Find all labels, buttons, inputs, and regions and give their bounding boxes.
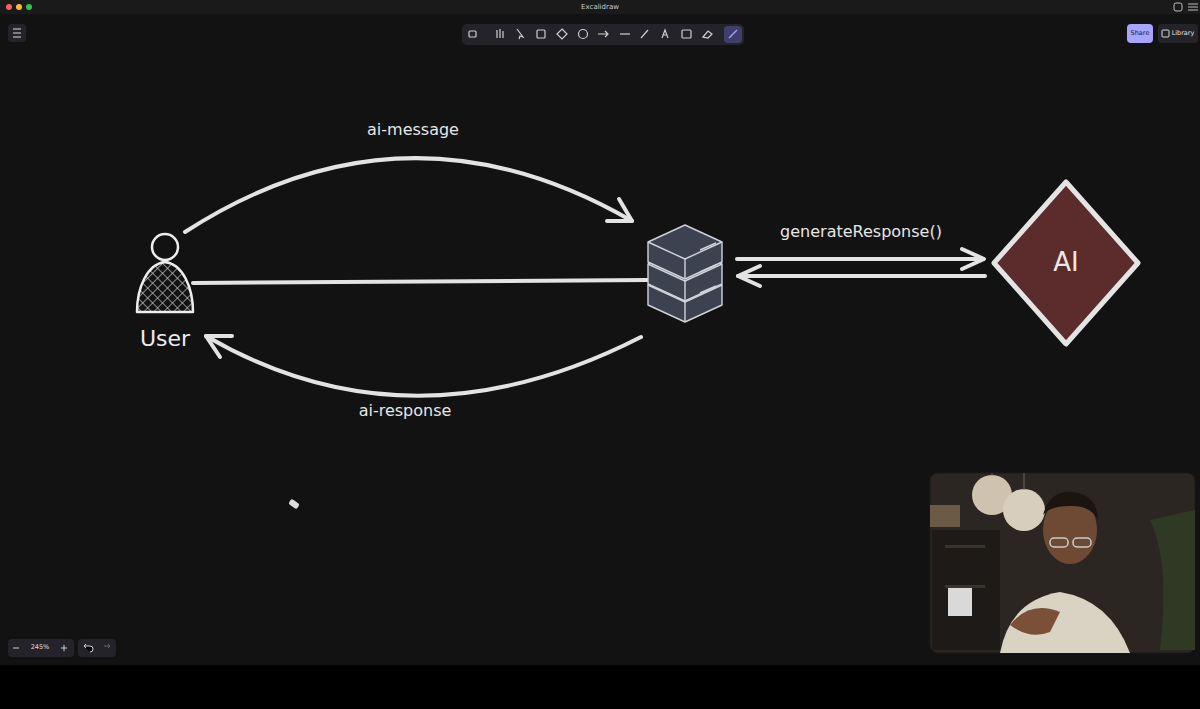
edge-label: ai-response xyxy=(353,400,458,421)
connection-line xyxy=(193,280,648,283)
window-titlebar xyxy=(0,0,1200,14)
edge-label: ai-message xyxy=(361,119,465,140)
function-label: generateResponse() xyxy=(774,221,948,242)
window-title: Excalidraw xyxy=(581,3,619,11)
arrow-head xyxy=(206,336,232,357)
arrows xyxy=(185,158,985,396)
message-arrow xyxy=(185,158,632,232)
actor-label: User xyxy=(140,326,190,352)
zoom-controls xyxy=(8,639,116,657)
webcam-overlay xyxy=(930,473,1195,653)
share-button-text: Share xyxy=(1131,30,1150,38)
server-icon xyxy=(648,225,722,322)
eraser-cursor xyxy=(288,499,300,510)
top-right-buttons xyxy=(1127,24,1198,43)
decision-diamond: AI xyxy=(990,178,1142,348)
user-body xyxy=(137,262,193,312)
arrow-head xyxy=(962,249,984,269)
arrow-head xyxy=(738,266,760,286)
diamond-shape xyxy=(994,182,1138,344)
arrow-head xyxy=(607,199,632,221)
response-arrow xyxy=(206,336,641,396)
zoom-level: 245% xyxy=(31,644,50,652)
menu-button xyxy=(8,24,26,42)
user-actor: User xyxy=(118,228,212,352)
library-button-text: Library xyxy=(1172,30,1195,38)
user-head xyxy=(152,234,178,260)
return-arrow xyxy=(738,274,985,278)
request-arrow xyxy=(737,257,983,261)
node-label: AI xyxy=(1053,247,1078,278)
toolbar xyxy=(462,24,744,45)
